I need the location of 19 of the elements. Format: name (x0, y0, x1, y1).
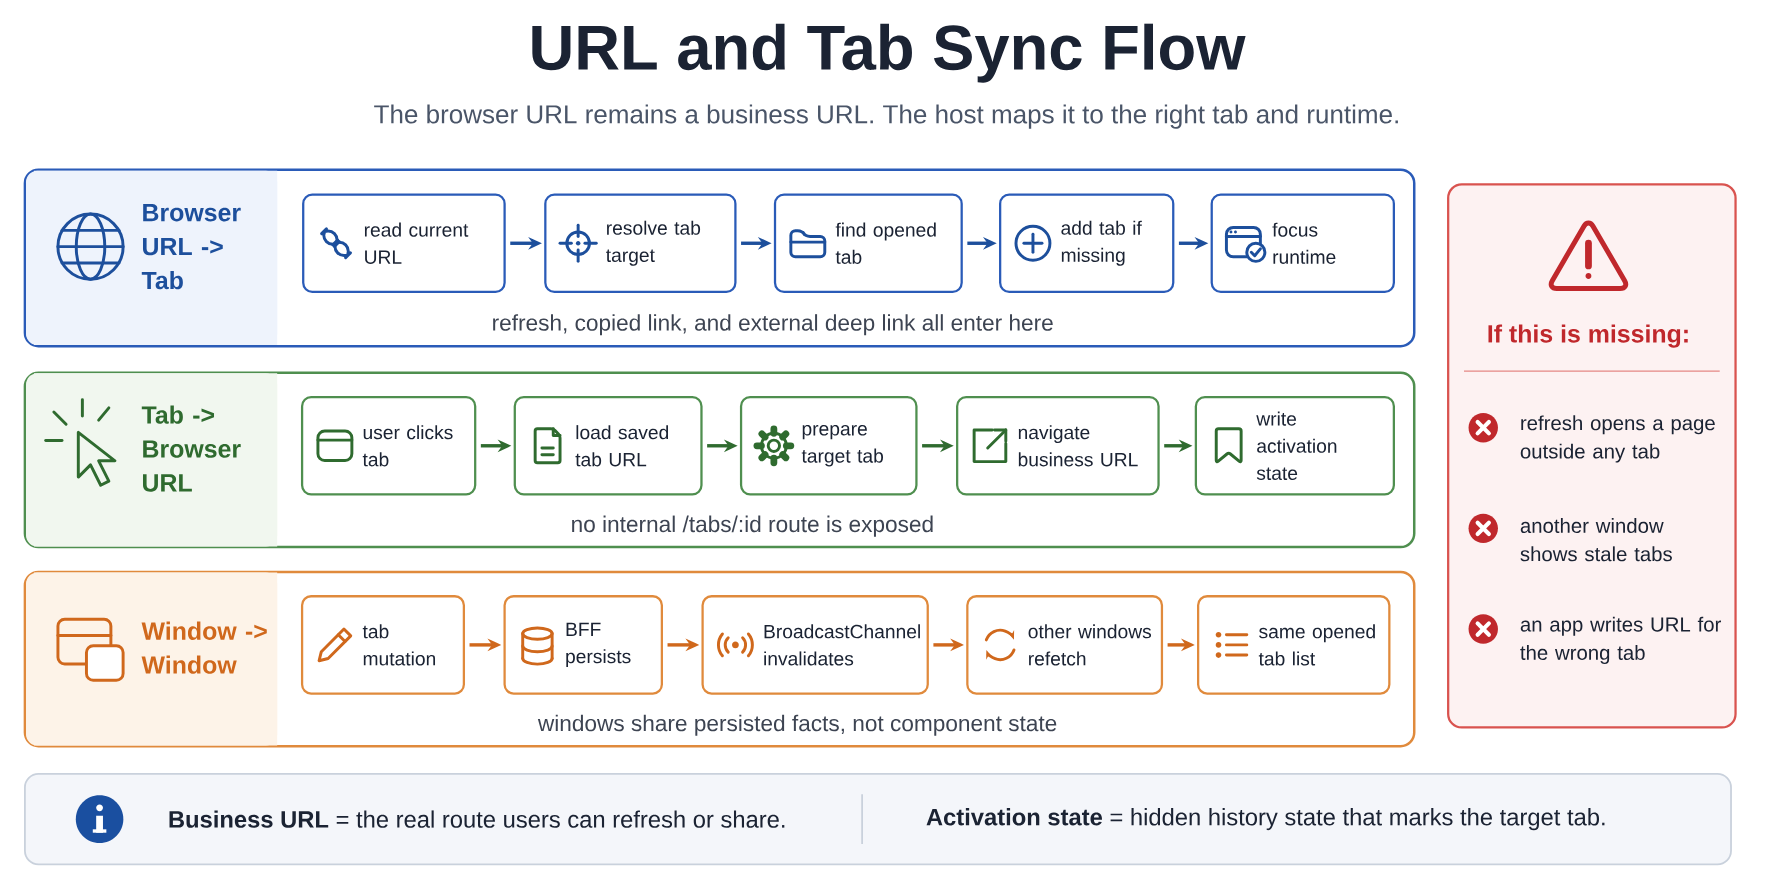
step-box: write activation state (1194, 396, 1395, 496)
step-box: focus runtime (1210, 193, 1395, 294)
title: URL and Tab Sync Flow (532, 23, 1246, 83)
step-box: add tab if missing (999, 193, 1175, 294)
step-box: resolve tab target (544, 193, 737, 294)
subtitle: The browser URL remains a business URL. The host maps it to the right tab and runtime. (374, 104, 1398, 129)
step-box: same opened tab list (1197, 595, 1391, 695)
step-box: read current URL (302, 193, 506, 294)
step-box: load saved tab URL (513, 396, 703, 496)
step-box: tab mutation (300, 595, 465, 695)
warning-panel: If this is missing: refresh opens a page outside any tab another window shows stale tabs an app writes URL for the wrong tab (1447, 183, 1737, 729)
step-box: navigate business URL (956, 396, 1160, 496)
step-box: user clicks tab (300, 396, 477, 496)
step-box: BroadcastChannel invalidates (701, 595, 929, 695)
definition-bar: Business URL = the real route users can refresh or share. Activation state = hidden history state that marks the target tab. (24, 772, 1732, 866)
step-box: other windows refetch (966, 595, 1164, 695)
step-box: prepare target tab (739, 396, 918, 496)
step-box: BFF persists (503, 595, 663, 695)
step-box: find opened tab (773, 193, 963, 294)
